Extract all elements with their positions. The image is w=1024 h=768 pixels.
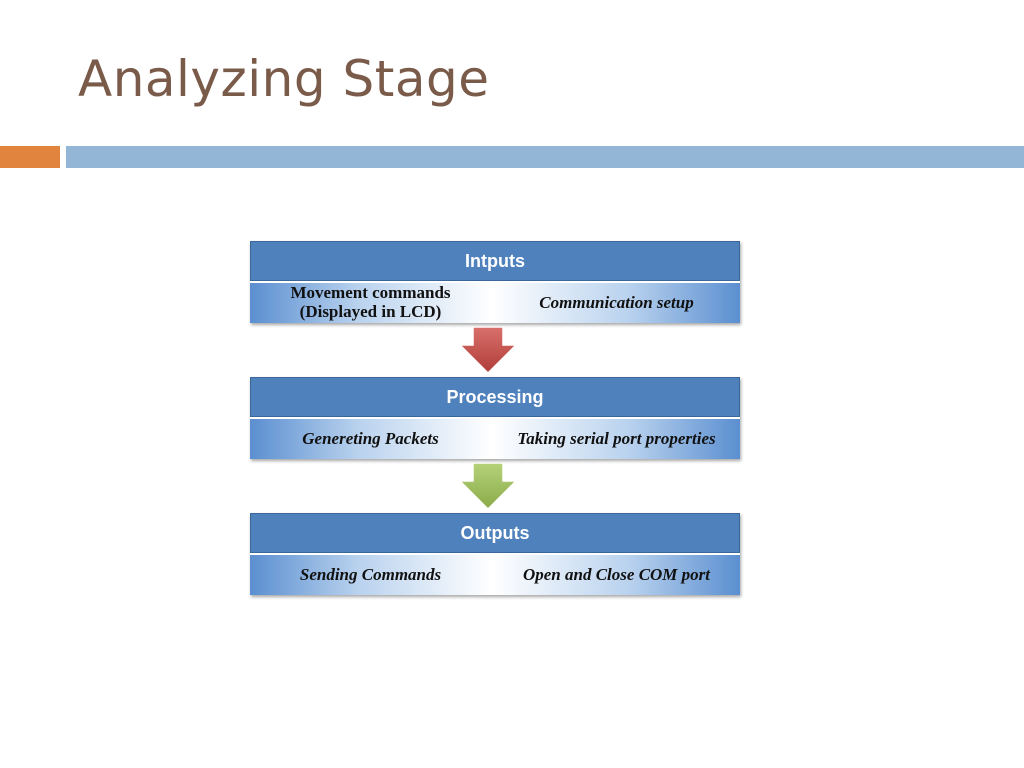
inputs-left-text: Movement commands (Displayed in LCD) xyxy=(290,283,451,321)
stage-row-outputs: Sending Commands Open and Close COM port xyxy=(250,555,740,595)
processing-right-cell: Taking serial port properties xyxy=(493,419,740,459)
processing-left-text: Genereting Packets xyxy=(302,428,439,448)
inputs-left-cell: Movement commands (Displayed in LCD) xyxy=(250,283,492,323)
outputs-left-text: Sending Commands xyxy=(299,564,442,584)
outputs-right-text: Open and Close COM port xyxy=(522,564,711,584)
stage-row-processing: Genereting Packets Taking serial port pr… xyxy=(250,419,740,459)
accent-bar-blue xyxy=(66,146,1024,168)
outputs-right-cell: Open and Close COM port xyxy=(493,555,740,595)
accent-bar-orange xyxy=(0,146,60,168)
stage-header-outputs: Outputs xyxy=(250,513,740,553)
outputs-left-cell: Sending Commands xyxy=(250,555,492,595)
down-arrow-icon xyxy=(460,327,516,373)
stage-row-inputs: Movement commands (Displayed in LCD) Com… xyxy=(250,283,740,323)
stage-outputs: Outputs Sending Commands Open and Close … xyxy=(250,513,740,595)
stage-processing: Processing Genereting Packets Taking ser… xyxy=(250,377,740,459)
inputs-right-cell: Communication setup xyxy=(493,283,740,323)
stage-inputs: Intputs Movement commands (Displayed in … xyxy=(250,241,740,323)
stage-header-processing: Processing xyxy=(250,377,740,417)
process-diagram: Intputs Movement commands (Displayed in … xyxy=(250,241,742,599)
slide-title: Analyzing Stage xyxy=(78,50,490,108)
inputs-right-text: Communication setup xyxy=(539,292,694,312)
processing-right-text: Taking serial port properties xyxy=(517,428,716,448)
down-arrow-icon xyxy=(460,463,516,509)
processing-left-cell: Genereting Packets xyxy=(250,419,492,459)
stage-header-inputs: Intputs xyxy=(250,241,740,281)
